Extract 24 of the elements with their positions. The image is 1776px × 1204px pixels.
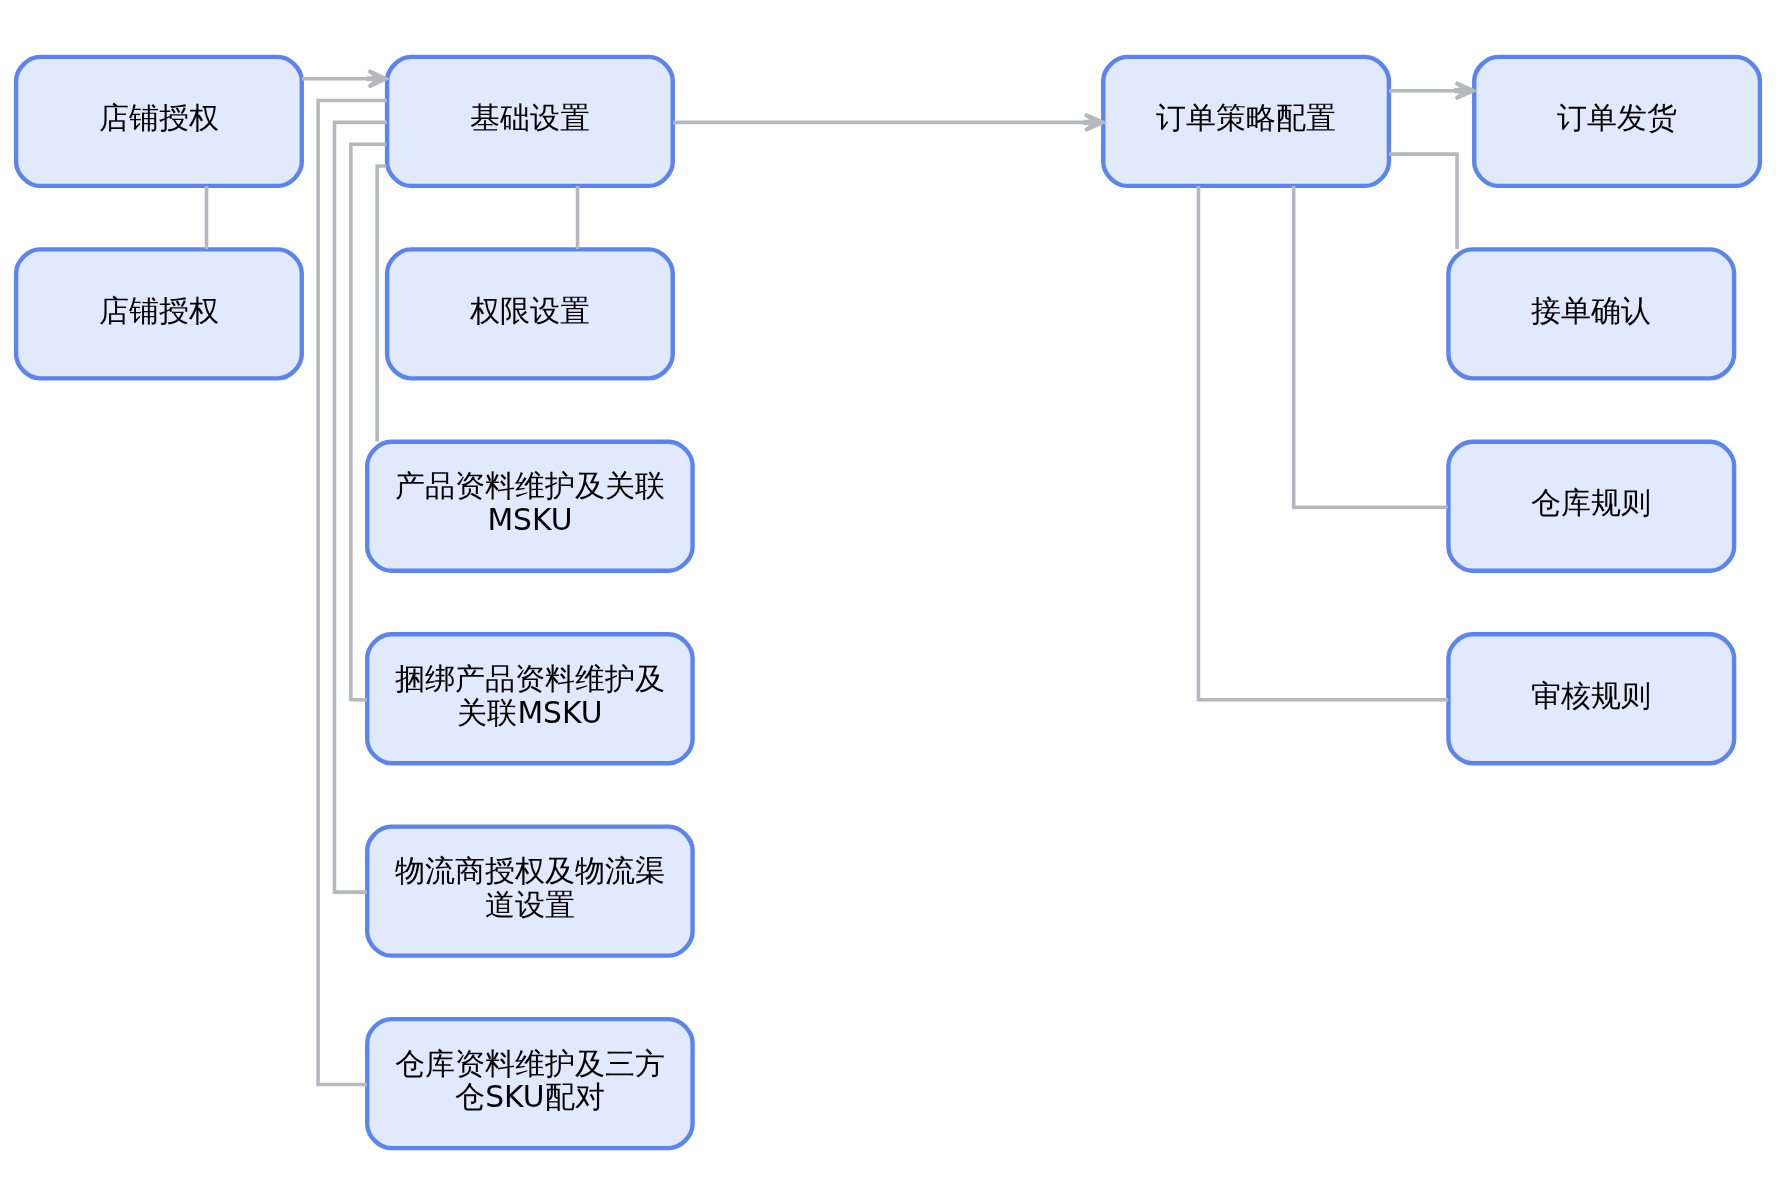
- node-box: 接单确认: [1446, 246, 1737, 380]
- node-box: 订单发货: [1472, 54, 1763, 188]
- node-box: 店铺授权: [13, 54, 304, 188]
- node-box: 审核规则: [1446, 631, 1737, 765]
- connector: [375, 163, 387, 441]
- connector: [1196, 185, 1449, 701]
- arrow: [673, 112, 1105, 132]
- connector: [204, 185, 209, 249]
- node-box: 订单策略配置: [1101, 54, 1392, 188]
- node-box: 捆绑产品资料维护及关联MSKU: [365, 631, 695, 765]
- node-box: 店铺授权: [13, 246, 304, 380]
- node-box: 仓库规则: [1446, 439, 1737, 573]
- arrow: [301, 68, 389, 89]
- connector: [349, 141, 387, 701]
- node-box: 仓库资料维护及三方仓SKU配对: [365, 1016, 695, 1150]
- node-box: 物流商授权及物流渠道设置: [365, 824, 695, 958]
- arrow: [1389, 80, 1476, 100]
- node-box: 权限设置: [384, 246, 675, 380]
- connector: [316, 98, 387, 1086]
- connector: [1291, 185, 1448, 509]
- node-box: 基础设置: [384, 54, 675, 188]
- connector: [575, 185, 580, 249]
- node-box: 产品资料维护及关联MSKU: [365, 439, 695, 573]
- connector: [1389, 151, 1459, 249]
